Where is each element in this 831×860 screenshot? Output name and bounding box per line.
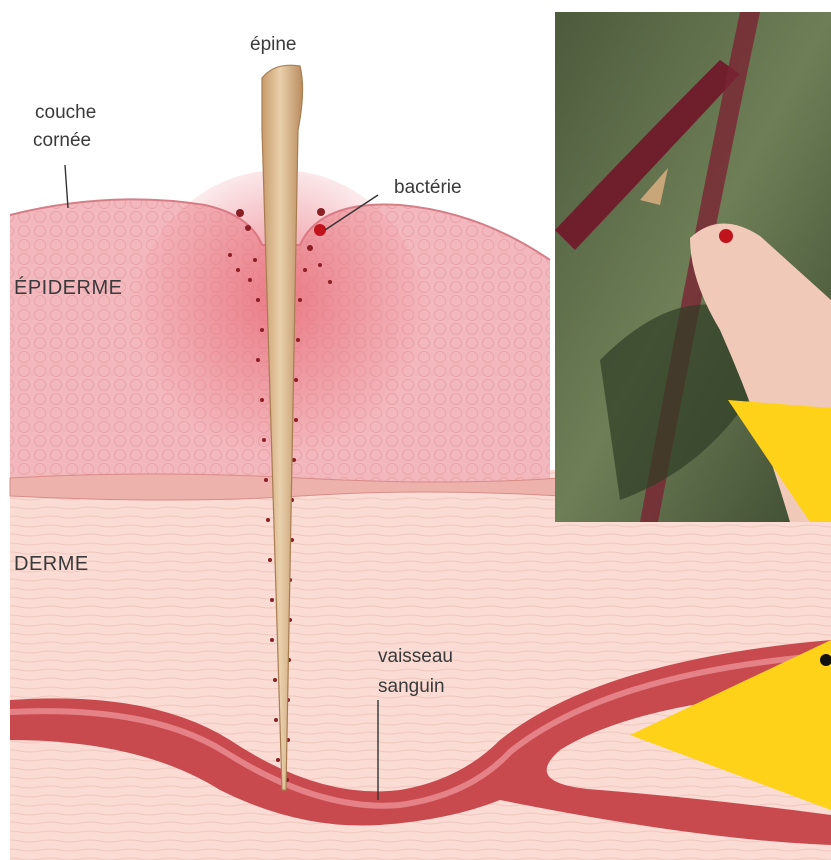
label-bacterie: bactérie [394,177,462,198]
leader-couche [65,165,68,208]
label-sanguin: sanguin [378,676,445,697]
label-derme: DERME [14,553,89,575]
label-epiderme: ÉPIDERME [14,276,122,299]
label-vaisseau: vaisseau [378,646,453,667]
label-epine: épine [250,34,297,55]
label-couche: couche [35,102,96,123]
label-cornee: cornée [33,130,91,151]
